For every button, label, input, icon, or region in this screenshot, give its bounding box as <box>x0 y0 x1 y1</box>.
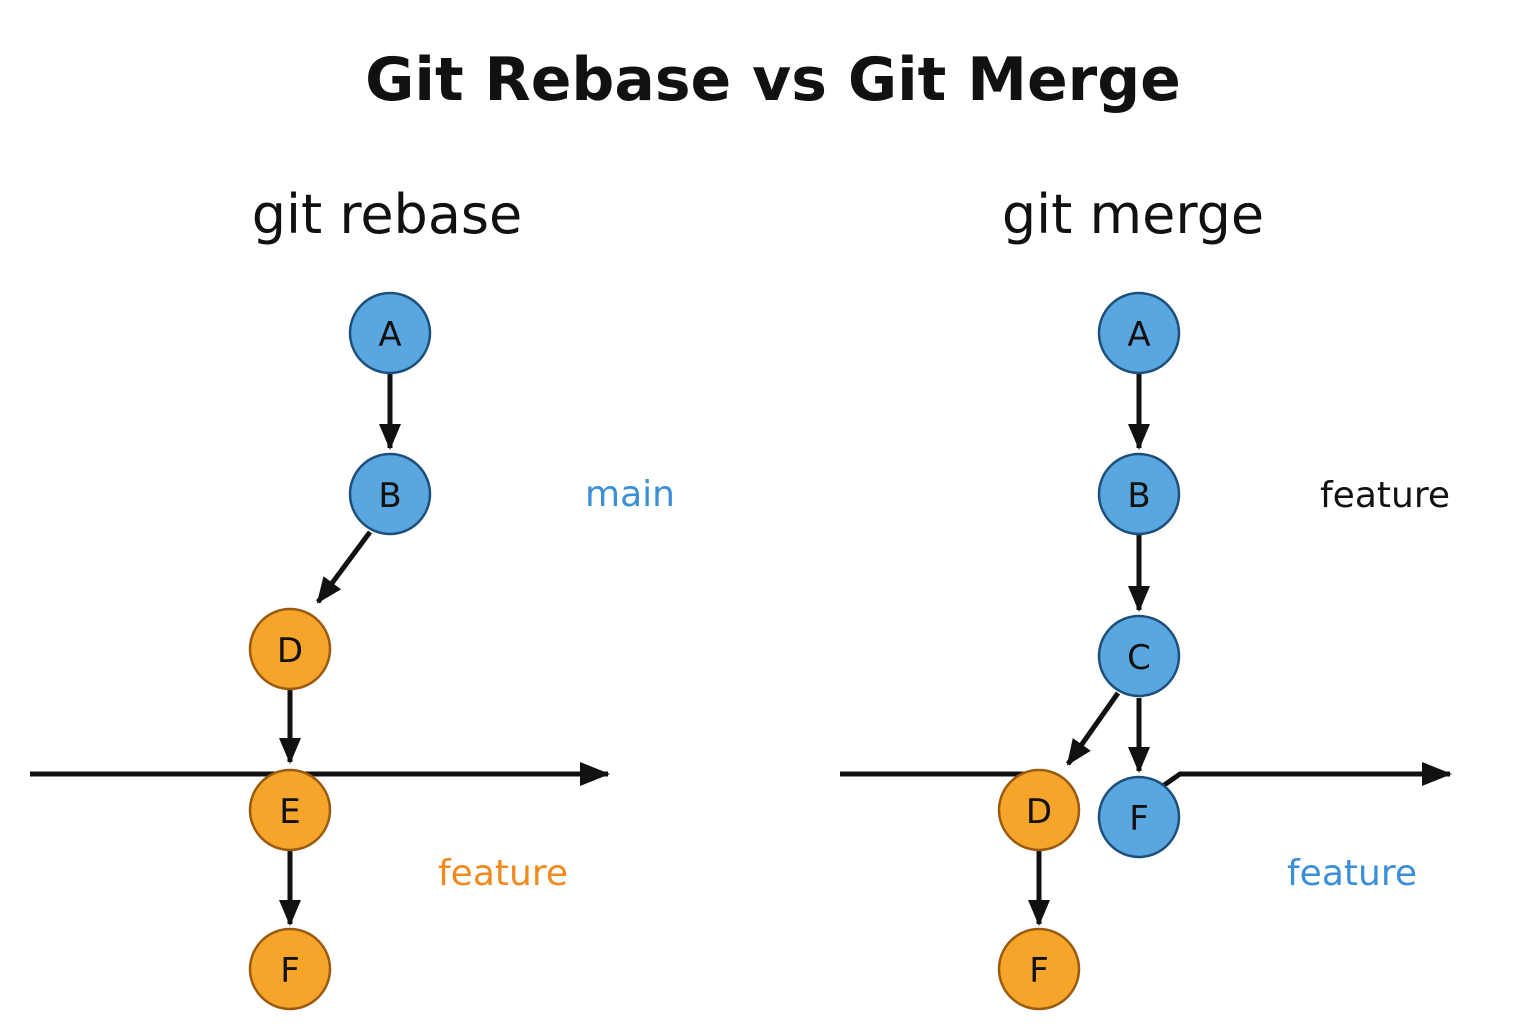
rebase-commit-a: A <box>348 291 432 375</box>
panel-merge: git merge A B C D <box>840 183 1452 1011</box>
rebase-edges <box>279 374 401 926</box>
rebase-commit-d: D <box>248 607 332 691</box>
merge-commit-c: C <box>1097 614 1181 698</box>
merge-branch-label-top: feature <box>1320 475 1450 516</box>
commit-label: F <box>1129 799 1149 839</box>
commit-label: D <box>1026 792 1052 832</box>
commit-label: B <box>378 476 401 516</box>
merge-branch-label-bottom: feature <box>1287 853 1417 894</box>
commit-label: B <box>1127 476 1150 516</box>
merge-commit-b: B <box>1097 452 1181 536</box>
merge-timeline-arrow <box>1158 762 1452 791</box>
merge-commit-f-main: F <box>1097 775 1181 859</box>
rebase-commit-f: F <box>248 927 332 1011</box>
merge-commit-a: A <box>1097 291 1181 375</box>
commit-label: D <box>277 631 303 671</box>
merge-heading: git merge <box>1002 183 1264 246</box>
commit-label: A <box>378 315 401 355</box>
commit-label: A <box>1127 315 1150 355</box>
commit-label: F <box>280 951 300 991</box>
rebase-branch-label-feature: feature <box>438 853 568 894</box>
rebase-heading: git rebase <box>252 183 523 246</box>
commit-label: E <box>279 792 300 832</box>
commit-label: C <box>1127 638 1151 678</box>
merge-commit-d: D <box>997 768 1081 852</box>
merge-edge-c-d <box>1065 691 1121 766</box>
merge-commit-f-feature: F <box>997 927 1081 1011</box>
rebase-branch-label-main: main <box>585 474 675 515</box>
rebase-commit-b: B <box>348 452 432 536</box>
commit-label: F <box>1029 951 1049 991</box>
panel-rebase: git rebase A B D E F <box>30 183 675 1011</box>
rebase-commit-e: E <box>248 768 332 852</box>
rebase-edge-b-d <box>315 530 373 604</box>
page-title: Git Rebase vs Git Merge <box>365 45 1181 115</box>
merge-edges <box>1028 374 1150 926</box>
